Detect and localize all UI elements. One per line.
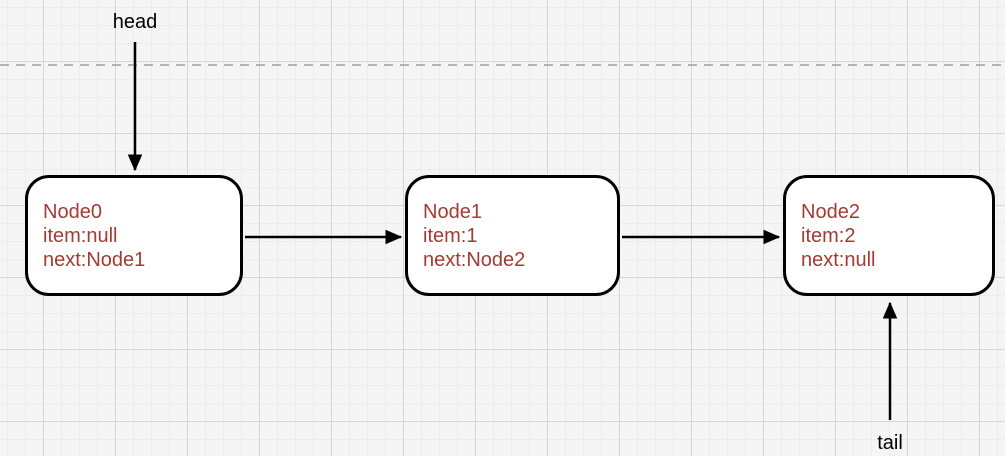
head-label[interactable]: head	[112, 11, 158, 33]
node1-next: next:Node2	[423, 248, 526, 271]
node2-next: next:null	[801, 248, 876, 271]
node2-item: item:2	[801, 224, 856, 247]
node1-item: item:1	[423, 224, 478, 247]
node2-box[interactable]: Node2 item:2 next:null	[783, 175, 995, 296]
node0-title: Node0	[43, 200, 102, 223]
node0-item: item:null	[43, 224, 118, 247]
node0-next: next:Node1	[43, 248, 146, 271]
node2-title: Node2	[801, 200, 860, 223]
node0-box[interactable]: Node0 item:null next:Node1	[25, 175, 243, 296]
node1-box[interactable]: Node1 item:1 next:Node2	[405, 175, 620, 296]
node1-title: Node1	[423, 200, 482, 223]
page-boundary-dashed-line	[0, 64, 1005, 66]
tail-label[interactable]: tail	[877, 432, 903, 454]
